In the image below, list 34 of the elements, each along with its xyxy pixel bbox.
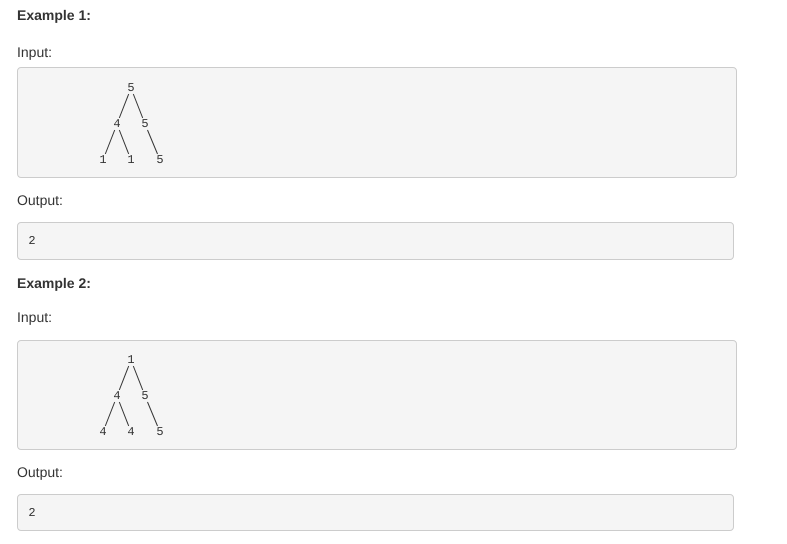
tree-node-value: 1 [127,154,135,166]
tree-node-value: 5 [127,82,135,94]
tree-node-value: 1 [99,154,107,166]
output-value: 2 [28,507,36,519]
tree-branch-line [147,130,158,154]
output-value: 2 [28,235,36,247]
section-heading: Example 2: [17,275,91,291]
tree-node-value: 4 [113,118,121,130]
code-block [17,340,737,450]
tree-branch-line [118,366,130,390]
code-block [17,67,737,178]
section-heading: Example 1: [17,7,91,23]
tree-node-value: 4 [99,426,107,438]
tree-branch-line [132,94,144,118]
tree-branch-line [104,402,116,426]
field-label: Output: [17,192,63,208]
tree-node-value: 5 [156,154,164,166]
tree-node-value: 5 [156,426,164,438]
tree-branch-line [118,94,130,118]
field-label: Input: [17,309,52,325]
output-block [17,222,734,260]
field-label: Output: [17,464,63,480]
tree-node-value: 4 [113,390,121,402]
tree-node-value: 5 [141,118,149,130]
tree-node-value: 5 [141,390,149,402]
tree-branch-line [104,130,116,154]
tree-node-value: 4 [127,426,135,438]
tree-branch-line [118,402,130,426]
tree-branch-line [118,130,130,154]
output-block [17,494,734,531]
tree-node-value: 1 [127,354,135,366]
tree-branch-line [132,366,144,390]
field-label: Input: [17,44,52,60]
tree-branch-line [147,402,158,426]
